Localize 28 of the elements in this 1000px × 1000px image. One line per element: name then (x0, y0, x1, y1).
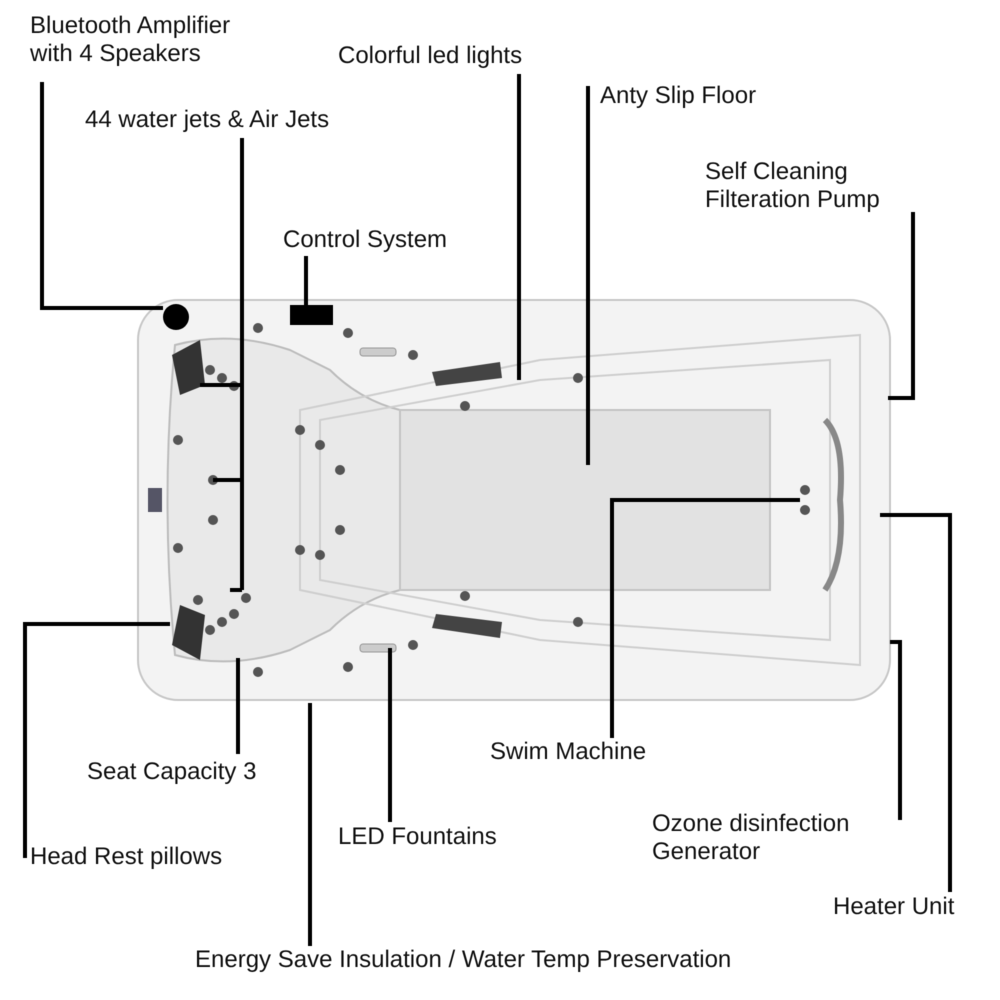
callout-label: Energy Save Insulation / Water Temp Preservation (195, 946, 855, 974)
callout-label: Bluetooth Amplifier with 4 Speakers (30, 12, 265, 68)
leader-line (890, 640, 902, 820)
callout-label: 44 water jets & Air Jets (85, 106, 395, 134)
callout-label: Colorful led lights (338, 42, 578, 70)
leader-line (23, 622, 170, 858)
leader-line (586, 86, 590, 465)
callout-label: Seat Capacity 3 (87, 758, 297, 786)
leader-line (198, 136, 244, 592)
leader-line (236, 658, 240, 754)
leader-line (517, 74, 521, 380)
callout-label: Swim Machine (490, 738, 700, 766)
callout-label: Head Rest pillows (30, 843, 270, 871)
callout-label: Self Cleaning Filteration Pump (705, 158, 935, 214)
speaker-dot (163, 304, 189, 330)
leader-line (304, 256, 308, 305)
leader-line (888, 212, 915, 400)
callout-label: Anty Slip Floor (600, 82, 800, 110)
leader-line (308, 703, 312, 946)
callout-label: Heater Unit (833, 893, 993, 921)
leader-line (388, 648, 392, 822)
leader-line (40, 82, 163, 310)
callout-label: LED Fountains (338, 823, 538, 851)
control-panel (290, 305, 333, 325)
callout-label: Ozone disinfection Generator (652, 810, 902, 866)
leader-line (610, 498, 800, 738)
leader-line (880, 513, 952, 892)
callout-label: Control System (283, 226, 493, 254)
